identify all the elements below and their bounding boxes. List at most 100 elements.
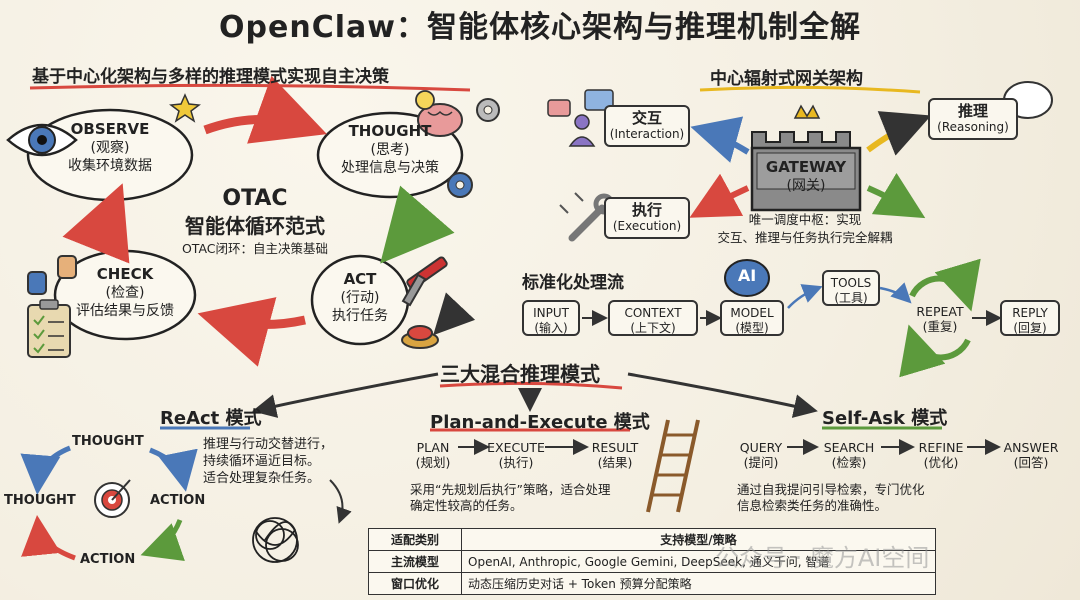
check-desc: 评估结果与反馈 [76,303,174,319]
execution-cn: 执行 [631,201,662,219]
plan-step-result-cn: (结果) [597,455,633,470]
step-tools: TOOLS(工具) [822,270,880,306]
lightbulb-icon [415,90,435,110]
execution-en: (Execution) [612,219,682,233]
react-desc-3: 适合处理复杂任务。 [203,471,321,486]
thought-en: THOUGHT [348,122,432,140]
modes-title: 三大混合推理模式 [440,362,600,386]
step-input: INPUT(输入) [522,300,580,336]
selfask-step-refine-en: REFINE [918,440,964,455]
selfask-step-answer-en: ANSWER [1003,440,1059,455]
table-cell: 窗口优化 [368,572,462,595]
react-title: ReAct 模式 [160,408,262,429]
selfask-step-search-en: SEARCH [823,440,875,455]
execution-box: 执行 (Execution) [604,197,690,239]
tangle-icon [252,517,299,563]
plan-step-result: RESULT(结果) [586,440,644,470]
arrow-model-tools [787,284,823,309]
observe-desc: 收集环境数据 [68,158,152,174]
arrow-check-observe [62,183,130,264]
otac-note: OTAC闭环：自主决策基础 [181,241,329,256]
step-context-en: CONTEXT [624,306,682,320]
reasoning-en: (Reasoning) [937,120,1009,134]
table-header-category: 适配类别 [368,528,462,551]
plan-title: Plan-and-Execute 模式 [430,412,650,433]
left-subtitle: 基于中心化架构与多样的推理模式实现自主决策 [32,67,389,87]
brain-icon [417,103,463,137]
act-desc: 执行任务 [332,308,388,324]
react-cycle-thought-top: THOUGHT [72,434,144,449]
gear-icon [447,98,500,198]
thought-desc: 处理信息与决策 [341,160,439,176]
ai-label: AI [737,266,757,285]
act-label: ACT (行动) 执行任务 [315,270,405,325]
chat-icon [547,89,614,117]
selfask-step-search-cn: (检索) [831,455,867,470]
table-cell: 动态压缩历史对话 + Token 预算分配策略 [461,572,936,595]
target-icon [94,479,131,518]
watermark: 公众号 · 魔方AI空间 [715,544,930,572]
plan-step-plan-cn: (规划) [415,455,451,470]
react-desc: 推理与行动交替进行， 持续循环逼近目标。 适合处理复杂任务。 [203,436,363,487]
gateway-cn: (网关) [786,178,826,194]
plan-step-plan: PLAN(规划) [408,440,458,470]
step-model: MODEL(模型) [720,300,784,336]
table-row: 窗口优化 动态压缩历史对话 + Token 预算分配策略 [368,572,936,595]
plan-desc-1: 采用“先规划后执行”策略，适合处理 [410,482,611,497]
step-context: CONTEXT(上下文) [608,300,698,336]
react-down-arrow [329,479,352,524]
react-desc-2: 持续循环逼近目标。 [203,454,321,469]
step-tools-cn: (工具) [834,291,868,305]
react-cycle-action-right: ACTION [150,493,206,508]
eye-icon [6,123,78,157]
arrow-to-selfask [627,372,818,418]
plan-step-plan-en: PLAN [416,440,450,455]
plan-desc-2: 确定性较高的任务。 [410,498,523,513]
crown-icon [793,104,821,119]
selfask-desc-1: 通过自我提问引导检索，专门优化 [737,482,925,497]
model-support-table: 适配类别 支持模型/策略 主流模型 OpenAI, Anthropic, Goo… [368,528,936,595]
selfask-step-refine-cn: (优化) [923,455,959,470]
gateway-note-1: 唯一调度中枢：实现 [748,212,862,227]
plan-step-result-en: RESULT [591,440,639,455]
modes-underline [439,381,623,390]
act-cn: (行动) [340,290,380,306]
plan-step-execute-en: EXECUTE [487,440,545,455]
interaction-cn: 交互 [631,109,662,127]
react-arrow-3 [140,519,185,561]
thought-cn: (思考) [370,142,410,158]
observe-en: OBSERVE [70,120,150,138]
arrow-to-reasoning [866,111,932,156]
reasoning-box: 推理 (Reasoning) [928,98,1018,140]
step-reply-cn: (回复) [1013,321,1047,335]
arrow-gateway-right [866,172,926,219]
arrow-to-react [252,372,439,418]
gateway-subtitle: 中心辐射式网关架构 [710,69,863,89]
step-input-en: INPUT [533,306,569,320]
gateway-en: GATEWAY [765,158,847,176]
arrow-tools-repeat [879,282,912,304]
gateway-castle-icon [750,131,862,212]
otac-subtitle: 智能体循环范式 [185,214,325,238]
check-label: CHECK (检查) 评估结果与反馈 [60,265,190,320]
step-repeat-cn: (重复) [922,319,958,334]
table-cell: 主流模型 [368,550,462,573]
check-cn: (检查) [105,285,145,301]
step-model-cn: (模型) [735,321,769,335]
user-icon [568,114,596,147]
tools-icon [401,256,448,307]
react-arrow-4 [21,515,76,561]
step-repeat-en: REPEAT [916,304,964,319]
selfask-step-refine: REFINE(优化) [914,440,968,470]
ai-head-icon [724,259,770,297]
check-en: CHECK [96,265,154,283]
react-cycle-action-bottom: ACTION [80,552,136,567]
selfask-step-answer-cn: (回答) [1013,455,1049,470]
interaction-en: (Interaction) [609,127,685,141]
step-model-en: MODEL [730,306,774,320]
observe-label: OBSERVE (观察) 收集环境数据 [50,120,170,175]
selfask-step-query-cn: (提问) [743,455,779,470]
spark-lines [559,192,584,214]
selfask-step-query-en: QUERY [739,440,783,455]
